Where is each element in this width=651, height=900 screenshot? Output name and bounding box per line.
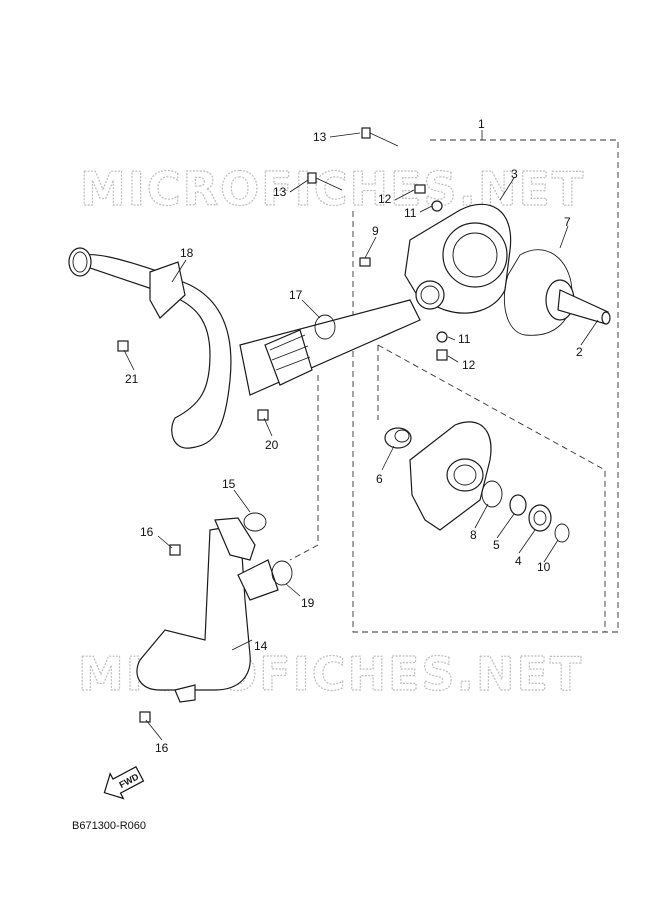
callout-16-upper: 16 (140, 525, 154, 539)
oil-seal-5 (509, 494, 527, 516)
callout-15: 15 (222, 477, 236, 491)
o-ring-15 (243, 512, 267, 532)
callout-9: 9 (372, 224, 379, 238)
washer-11-upper (431, 200, 443, 212)
callout-11-upper: 11 (404, 206, 417, 220)
callout-20: 20 (265, 438, 279, 452)
callout-5: 5 (493, 538, 500, 552)
bearing-4 (528, 504, 552, 532)
pump-housing-cover (404, 203, 512, 314)
bolt-12-upper (414, 184, 426, 194)
bolt-16-lower (139, 711, 151, 723)
o-ring-8 (481, 480, 503, 508)
callout-1: 1 (478, 117, 485, 131)
callout-21: 21 (125, 372, 139, 386)
callout-12-lower: 12 (462, 358, 476, 372)
bolt-21 (117, 340, 129, 352)
o-ring-19 (271, 560, 293, 586)
callout-14: 14 (254, 639, 268, 653)
impeller-2 (545, 279, 611, 325)
bolt-13-lower (307, 172, 343, 191)
seal-6 (384, 427, 412, 449)
bolt-9 (359, 257, 371, 267)
fwd-arrow-icon: FWD (103, 766, 145, 800)
callout-18: 18 (180, 246, 194, 260)
reference-code: B671300-R060 (72, 820, 146, 832)
pump-body-lower (409, 421, 492, 531)
callout-7: 7 (564, 215, 571, 229)
lower-water-pipe (136, 517, 279, 703)
callout-12-upper: 12 (378, 192, 392, 206)
callout-19: 19 (301, 596, 315, 610)
callout-16-lower: 16 (155, 741, 169, 755)
bolt-12-lower (436, 349, 448, 361)
bolt-16-upper (169, 544, 181, 556)
callout-3: 3 (511, 167, 518, 181)
o-ring-17 (314, 314, 336, 340)
washer-11-lower (436, 331, 448, 343)
callout-2: 2 (576, 345, 583, 359)
leader-lines (123, 130, 599, 741)
o-ring-7 (503, 249, 573, 336)
callout-8: 8 (470, 528, 477, 542)
callout-10: 10 (537, 560, 551, 574)
bolt-13-upper (361, 127, 399, 147)
bolt-20 (257, 409, 269, 421)
callout-17: 17 (289, 288, 303, 302)
watermark-top: MICROFICHES.NET (80, 162, 585, 216)
callout-13-lower: 13 (273, 185, 287, 199)
callout-4: 4 (515, 554, 522, 568)
circlip-10 (554, 523, 570, 543)
assembly-dashed-frame (289, 139, 619, 633)
callout-6: 6 (376, 472, 383, 486)
callout-13-upper: 13 (313, 130, 327, 144)
callout-11-lower: 11 (458, 332, 471, 346)
